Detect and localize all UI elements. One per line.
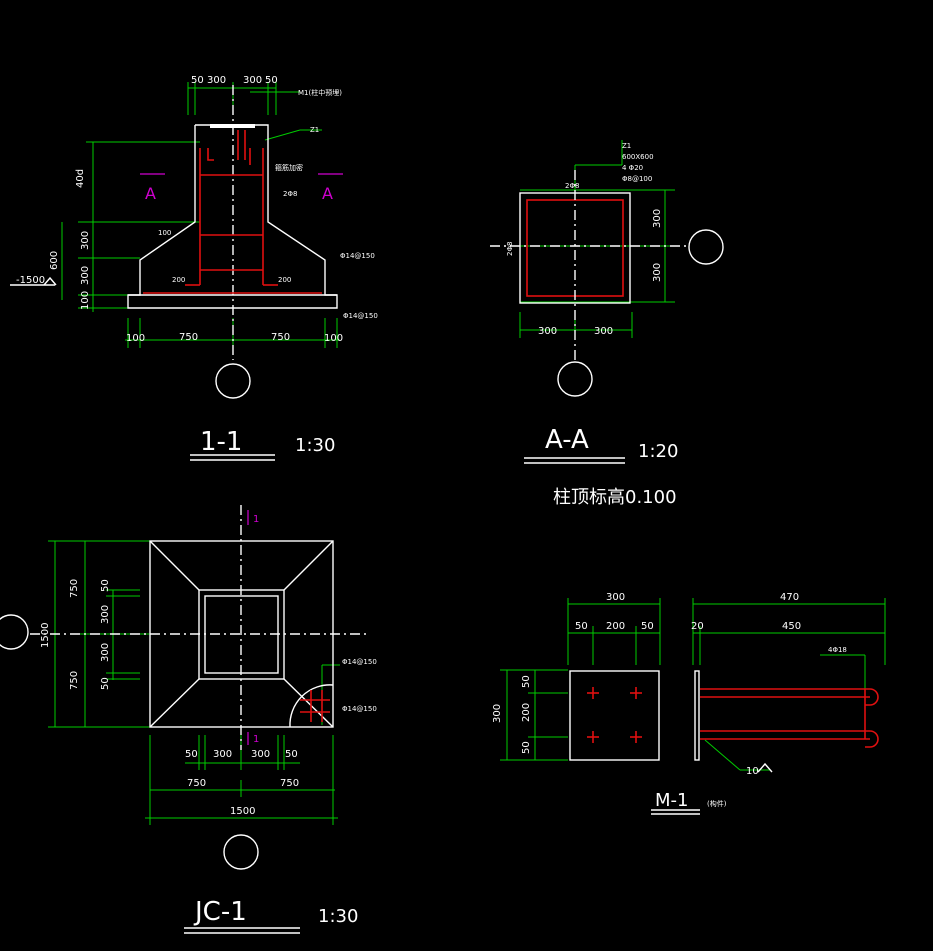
- s11-section-mark-left: A: [145, 184, 156, 203]
- saa-right-dim-300a: 300: [652, 209, 663, 228]
- jc1-bar-a: Φ14@150: [342, 658, 377, 666]
- axis-bubble-bottom: [223, 834, 259, 870]
- saa-z1-line-1: Z1: [622, 142, 631, 150]
- saa-bottom-dim-300b: 300: [594, 326, 613, 337]
- m1-left-total: 300: [492, 704, 503, 723]
- m1-top-50b: 50: [641, 621, 654, 632]
- s11-dim-100-br: 100: [324, 333, 343, 344]
- axis-bubble-bottom: [557, 361, 593, 397]
- jc1-bot-750a: 750: [187, 778, 206, 789]
- axis-bubble: [215, 363, 251, 399]
- jc1-bot-50b: 50: [285, 749, 298, 760]
- axis-bubble-left: [0, 614, 29, 650]
- s11-dim-200-left: 200: [172, 276, 185, 284]
- s11-title: 1-1: [200, 427, 242, 457]
- plan-jc-1: [0, 505, 370, 934]
- jc1-mark-top: 1: [253, 514, 259, 525]
- s11-dim-300b: 300: [243, 75, 262, 86]
- jc1-bot-750b: 750: [280, 778, 299, 789]
- m1-top-total: 300: [606, 592, 625, 603]
- jc1-dim-50b: 50: [100, 677, 111, 690]
- saa-title: A-A: [545, 425, 589, 455]
- m1-weld: 10: [746, 766, 759, 777]
- s11-dim-200-right: 200: [278, 276, 291, 284]
- m1-side-450: 450: [782, 621, 801, 632]
- section-a-a: [490, 140, 724, 464]
- s11-dim-100: 100: [158, 229, 171, 237]
- jc1-title: JC-1: [193, 897, 247, 927]
- m1-title: M-1: [655, 790, 688, 811]
- m1-top-50a: 50: [575, 621, 588, 632]
- m1-left-200: 200: [521, 703, 532, 722]
- jc1-bot-50a: 50: [185, 749, 198, 760]
- jc1-dim-300a: 300: [100, 605, 111, 624]
- jc1-bot-300b: 300: [251, 749, 270, 760]
- jc1-dim-1500: 1500: [40, 623, 51, 648]
- s11-dim-300-upper: 300: [80, 231, 91, 250]
- s11-dim-50b: 50: [265, 75, 278, 86]
- s11-dim-40d: 40d: [75, 169, 86, 188]
- s11-dim-750-r: 750: [271, 332, 290, 343]
- m1-left-50a: 50: [521, 675, 532, 688]
- s11-bar-phi14-b: Φ14@150: [343, 312, 378, 320]
- jc1-dim-50a: 50: [100, 579, 111, 592]
- saa-z1-line-4: Φ8@100: [622, 175, 652, 183]
- saa-top-bar: 2Φ8: [565, 182, 579, 190]
- jc1-bot-300a: 300: [213, 749, 232, 760]
- embed-plate-m-1: [500, 598, 886, 815]
- jc1-dim-750b: 750: [69, 671, 80, 690]
- s11-dim-300-lower: 300: [80, 266, 91, 285]
- saa-z1-line-2: 600X600: [622, 153, 654, 161]
- saa-left-bar: 2Φ8: [506, 242, 514, 256]
- s11-elevation: -1500: [16, 275, 45, 286]
- m1-bar: 4Φ18: [828, 646, 847, 654]
- jc1-dim-750a: 750: [69, 579, 80, 598]
- s11-bar-phi14-a: Φ14@150: [340, 252, 375, 260]
- m1-left-50b: 50: [521, 741, 532, 754]
- jc1-bar-b: Φ14@150: [342, 705, 377, 713]
- s11-dim-600: 600: [49, 251, 60, 270]
- m1-top-200: 200: [606, 621, 625, 632]
- jc1-scale: 1:30: [318, 906, 358, 927]
- axis-bubble-right: [688, 229, 724, 265]
- saa-scale: 1:20: [638, 441, 678, 462]
- s11-2phi8: 2Φ8: [283, 190, 297, 198]
- m1-side-20: 20: [691, 621, 704, 632]
- s11-section-mark-right: A: [322, 184, 333, 203]
- jc1-dim-300b: 300: [100, 643, 111, 662]
- s11-scale: 1:30: [295, 435, 335, 456]
- saa-z1-line-3: 4 Φ20: [622, 164, 643, 172]
- s11-dim-50a: 50: [191, 75, 204, 86]
- saa-right-dim-300b: 300: [652, 263, 663, 282]
- m1-note: (构件): [707, 799, 727, 808]
- saa-bottom-dim-300a: 300: [538, 326, 557, 337]
- m1-side-total: 470: [780, 592, 799, 603]
- s11-dim-750-l: 750: [179, 332, 198, 343]
- s11-dim-100-bl: 100: [126, 333, 145, 344]
- s11-dim-300a: 300: [207, 75, 226, 86]
- saa-caption: 柱顶标高0.100: [553, 487, 677, 508]
- s11-dim-100-left: 100: [80, 291, 91, 310]
- section-1-1: [10, 82, 343, 461]
- jc1-mark-bottom: 1: [253, 734, 259, 745]
- jc1-bot-1500: 1500: [230, 806, 255, 817]
- s11-stirrup-note: 箍筋加密: [275, 163, 303, 172]
- s11-embed-note: M1(柱中预埋): [298, 88, 342, 97]
- s11-z1: Z1: [310, 126, 319, 134]
